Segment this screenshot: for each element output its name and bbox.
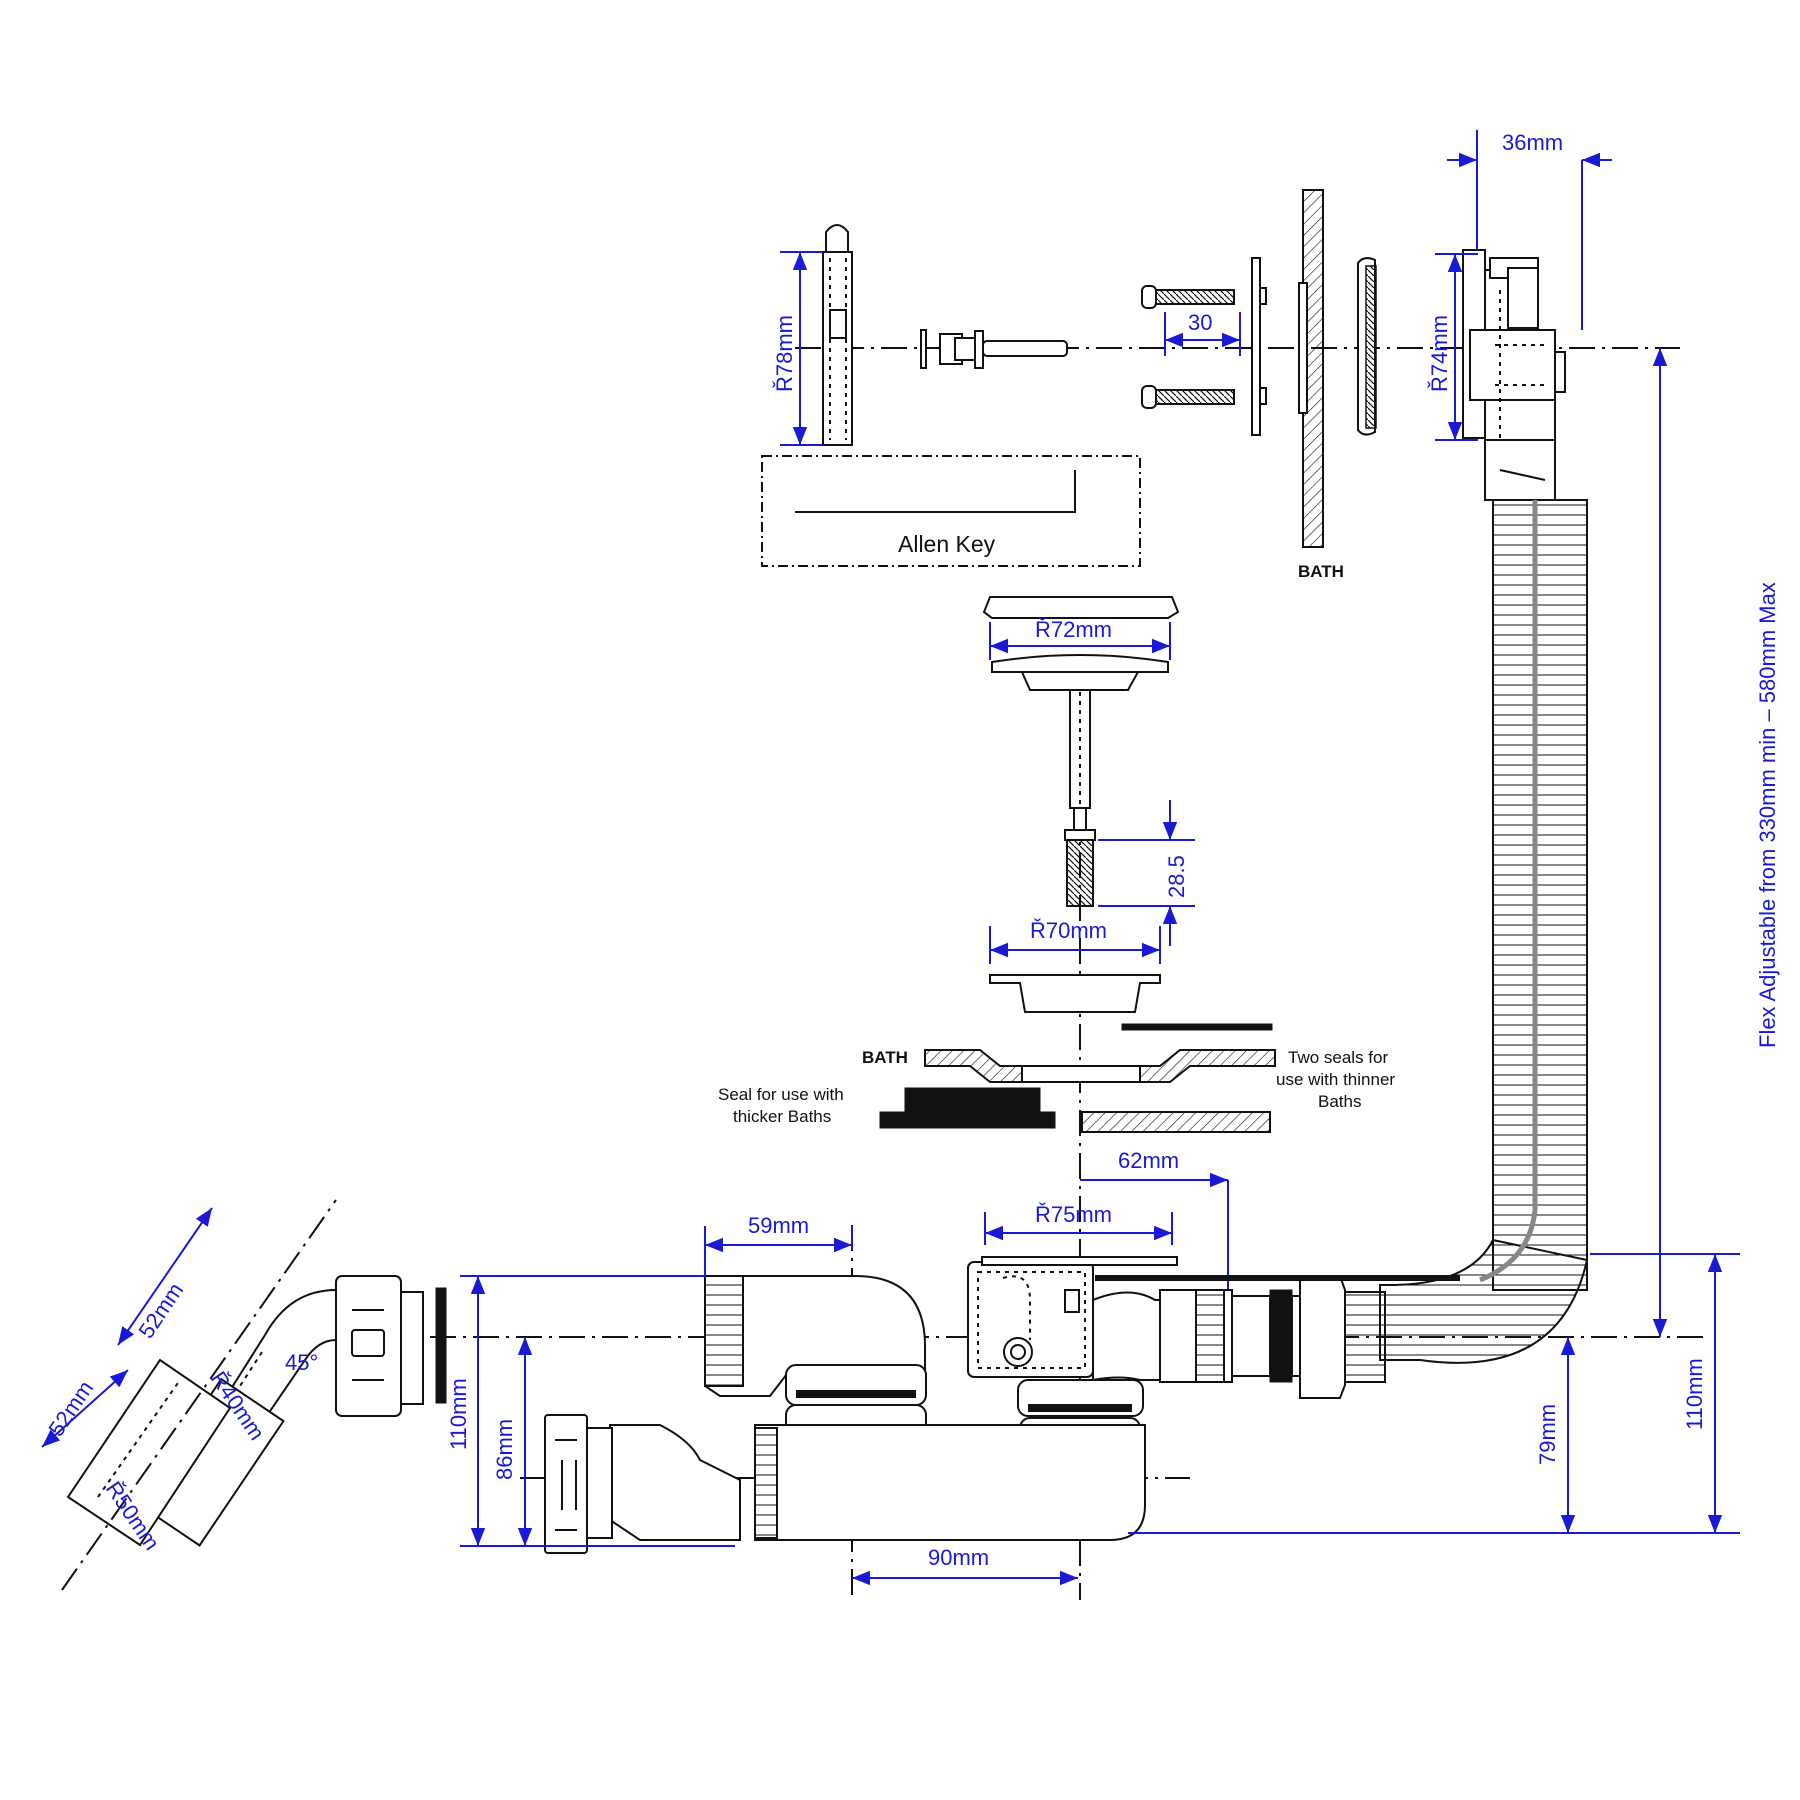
dim-r75-label: Ř75mm: [1035, 1202, 1112, 1227]
flexible-hose: [1379, 499, 1589, 1364]
seal-thick: Seal for use with thicker Baths: [718, 1085, 1056, 1129]
dim-110-left-label: 110mm: [446, 1378, 471, 1450]
dim-90-label: 90mm: [928, 1545, 989, 1570]
dim-59: 59mm: [704, 1213, 853, 1276]
overflow-body: [1462, 249, 1566, 501]
seals-thin-line2: use with thinner: [1276, 1070, 1395, 1089]
dim-28-5-label: 28.5: [1164, 855, 1189, 898]
dim-r78: Ř78mm: [772, 251, 823, 446]
seals-thin-line3: Baths: [1318, 1092, 1361, 1111]
dim-45-label: 45°: [285, 1350, 318, 1375]
dim-62-label: 62mm: [1118, 1148, 1179, 1173]
overflow-spindle: [920, 329, 1068, 369]
dim-r70: Ř70mm: [989, 918, 1161, 964]
overflow-cover: [1357, 257, 1377, 436]
dim-52-lower-label: 52mm: [43, 1376, 98, 1441]
allen-key-label: Allen Key: [898, 531, 996, 557]
bath-section: BATH: [862, 1048, 1276, 1083]
trap-assembly: 59mm 110mm 86mm 90mm 79mm 110mm: [41, 348, 1780, 1600]
seals-thin: Two seals for use with thinner Baths: [1081, 1023, 1395, 1133]
dim-62: 62mm: [1080, 1148, 1229, 1290]
dim-90: 90mm: [852, 1545, 1078, 1586]
overflow-backplate: [1251, 257, 1267, 436]
dim-110-right: 110mm: [1590, 1253, 1740, 1533]
overflow-screws: [1141, 285, 1235, 409]
dim-r78-label: Ř78mm: [772, 315, 797, 392]
dim-36-label: 36mm: [1502, 130, 1563, 155]
plug-cap: [982, 596, 1180, 619]
dim-59-label: 59mm: [748, 1213, 809, 1238]
waste-flange: [989, 974, 1161, 1013]
seal-thick-line1: Seal for use with: [718, 1085, 844, 1104]
waste-stack: Ř72mm 28.5 Ř70mm: [718, 596, 1395, 1600]
bath-label-top: BATH: [1298, 562, 1344, 581]
dim-36: 36mm: [1447, 130, 1612, 330]
trap-body: [544, 1275, 1146, 1554]
dim-86: 86mm: [492, 1337, 735, 1547]
dim-52-upper: 52mm: [117, 1207, 213, 1346]
dim-110-right-label: 110mm: [1682, 1358, 1707, 1430]
dim-86-label: 86mm: [492, 1419, 517, 1480]
bath-wall: [1298, 189, 1324, 548]
overflow-assembly: 36mm Ř78mm 30 Ř74mm Allen Key BATH: [761, 130, 1680, 1364]
dim-28-5: 28.5: [1098, 800, 1195, 946]
dim-r72: Ř72mm: [989, 617, 1171, 660]
dim-r74: Ř74mm: [1427, 253, 1478, 441]
dim-30: 30: [1164, 310, 1241, 356]
dim-r75: Ř75mm: [984, 1202, 1173, 1245]
allen-key-box: Allen Key: [761, 455, 1141, 567]
plug-body: [991, 654, 1169, 907]
dim-79-label: 79mm: [1535, 1404, 1560, 1465]
seals-thin-line1: Two seals for: [1288, 1048, 1388, 1067]
dim-r74-label: Ř74mm: [1427, 315, 1452, 392]
dim-r70-label: Ř70mm: [1030, 918, 1107, 943]
seal-thick-line2: thicker Baths: [733, 1107, 831, 1126]
bath-label-mid: BATH: [862, 1048, 908, 1067]
dim-79: 79mm: [1128, 1337, 1740, 1534]
waste-body: [967, 1256, 1460, 1399]
angled-outlet: [61, 1199, 447, 1591]
dim-r72-label: Ř72mm: [1035, 617, 1112, 642]
dim-flex: Flex Adjustable from 330mm min – 580mm M…: [1652, 348, 1780, 1337]
dim-30-label: 30: [1188, 310, 1212, 335]
dim-flex-label: Flex Adjustable from 330mm min – 580mm M…: [1755, 582, 1780, 1048]
overflow-handle: [822, 224, 853, 446]
